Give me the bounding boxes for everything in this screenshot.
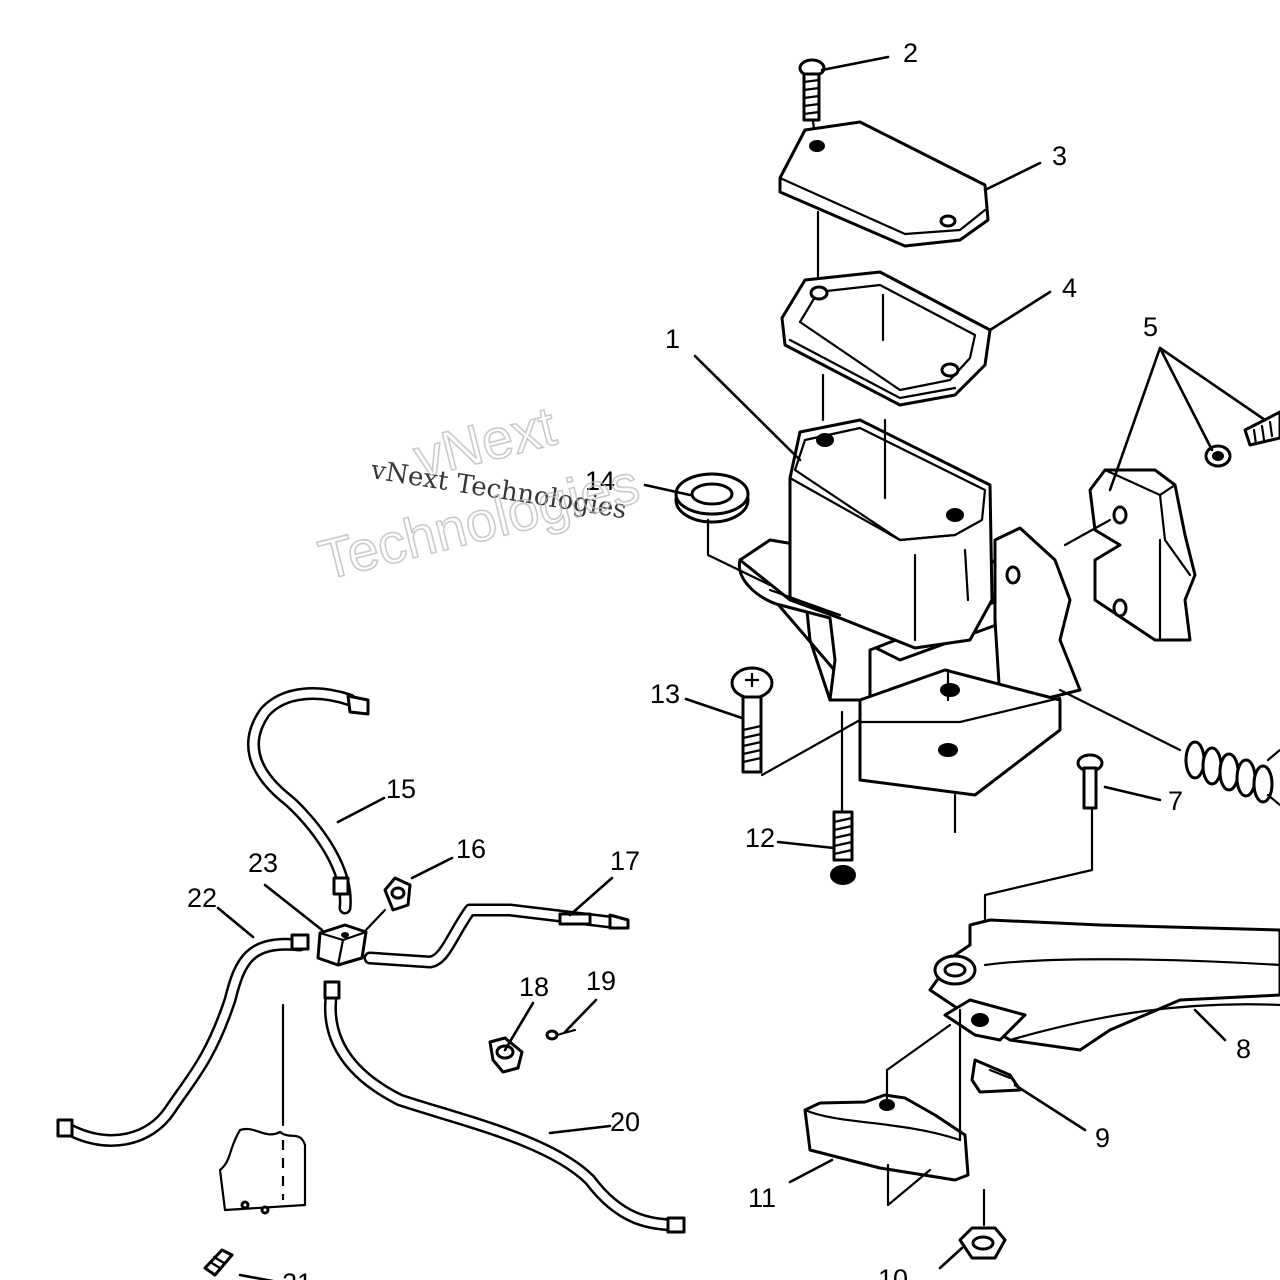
- leader-lines: [216, 55, 1267, 1280]
- diaphragm-gasket-part: [780, 270, 992, 422]
- handlebar-clamp-part: [1063, 410, 1280, 642]
- callout-22: 22: [187, 883, 217, 913]
- lock-nut-part: [958, 1188, 1007, 1260]
- frame-bolt-part: [203, 1248, 234, 1277]
- callout-5: 5: [1143, 312, 1158, 342]
- lower-screw-part: [830, 710, 856, 885]
- lever-clip-part: [970, 1058, 1022, 1094]
- pivot-bolt-part: [730, 666, 862, 777]
- callout-18: 18: [519, 972, 549, 1002]
- callout-9: 9: [1095, 1123, 1110, 1153]
- callout-4: 4: [1062, 273, 1077, 303]
- callout-12: 12: [745, 823, 775, 853]
- cover-screw-part: [798, 58, 826, 142]
- callout-14: 14: [585, 466, 615, 496]
- callout-10: 10: [878, 1264, 908, 1280]
- lower-brake-hose-part: [323, 980, 686, 1234]
- callout-1: 1: [665, 324, 680, 354]
- left-brake-hose-part: [56, 933, 310, 1147]
- master-cylinder-body-part: [737, 418, 1182, 834]
- watermark: vNext Technologies vNext Technologies: [312, 393, 646, 592]
- callout-21: 21: [282, 1268, 312, 1280]
- callout-2: 2: [903, 38, 918, 68]
- callout-13: 13: [650, 679, 680, 709]
- return-spring-part: [1184, 740, 1280, 807]
- bleeder-valve-part: [364, 876, 412, 932]
- upper-brake-hose-part: [246, 687, 370, 915]
- hose-clamp-part: [488, 1036, 524, 1074]
- seal-boot-part: [674, 472, 772, 587]
- junction-block-part: [281, 923, 368, 1127]
- brake-lever-part: [928, 918, 1280, 1052]
- callout-labels: 1 2 3 4 5 7 8 9 10 11 12 13 14 15 16 17 …: [187, 38, 1251, 1280]
- clamp-screw-part: [545, 1028, 577, 1041]
- callout-23: 23: [248, 848, 278, 878]
- callout-17: 17: [610, 846, 640, 876]
- callout-16: 16: [456, 834, 486, 864]
- callout-7: 7: [1168, 786, 1183, 816]
- callout-3: 3: [1052, 141, 1067, 171]
- callout-20: 20: [610, 1107, 640, 1137]
- reservoir-cover-part: [778, 120, 990, 292]
- callout-19: 19: [586, 966, 616, 996]
- callout-11: 11: [748, 1183, 776, 1213]
- callout-15: 15: [386, 774, 416, 804]
- frame-bracket-part: [218, 1127, 307, 1215]
- lever-pad-part: [803, 1008, 970, 1207]
- callout-8: 8: [1236, 1034, 1251, 1064]
- brake-line-part: [363, 903, 630, 969]
